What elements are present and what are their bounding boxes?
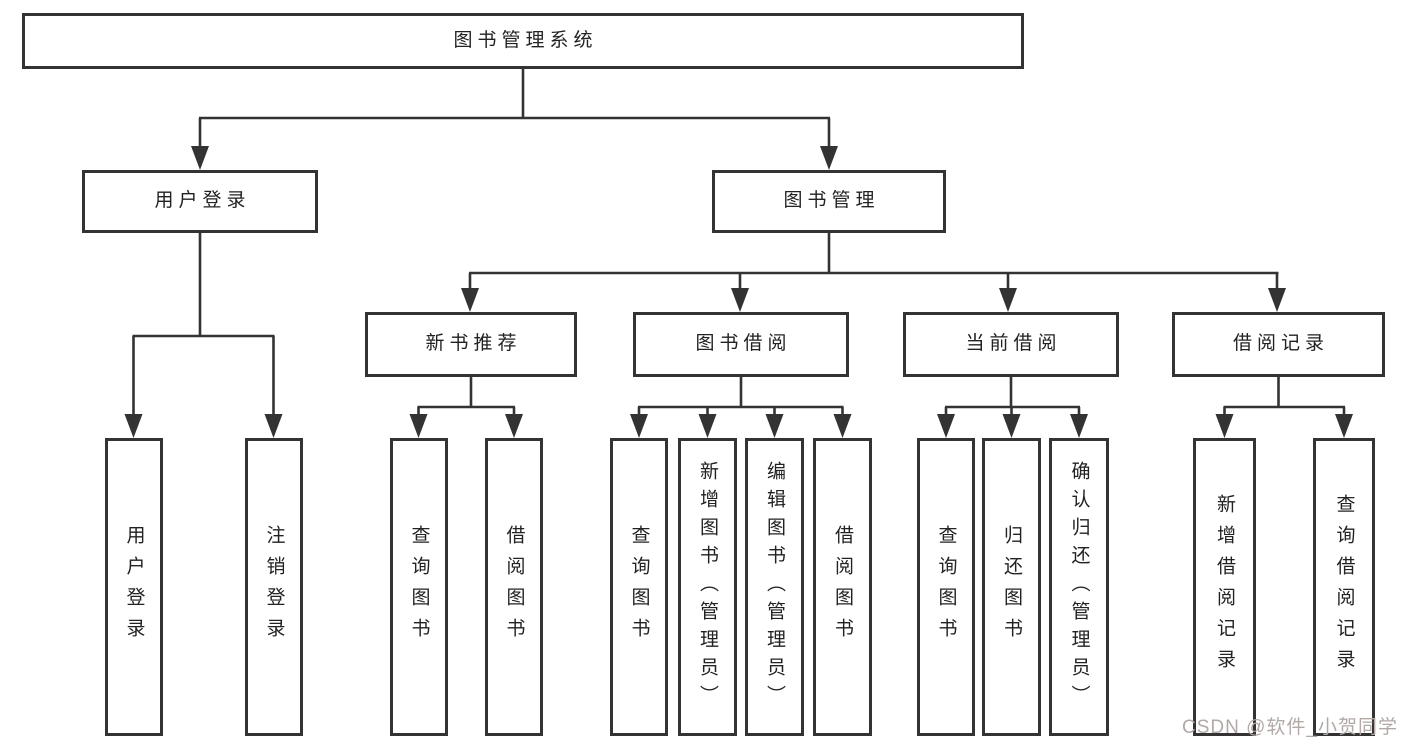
- leaf-edit-books-admin: 编辑图书（管理员）: [745, 438, 804, 736]
- leaf-query-books-recommend: 查询图书: [390, 438, 448, 736]
- node-current-borrowing: 当前借阅: [903, 312, 1119, 377]
- node-label: 归还图书: [1001, 525, 1022, 649]
- leaf-logout: 注销登录: [245, 438, 303, 736]
- node-new-book-recommendation: 新书推荐: [365, 312, 577, 377]
- node-user-login: 用户登录: [82, 170, 318, 233]
- leaf-user-login: 用户登录: [105, 438, 163, 736]
- node-label: 查询图书: [628, 525, 650, 649]
- node-label: 用户登录: [154, 190, 251, 212]
- node-book-management: 图书管理: [712, 170, 946, 233]
- node-label: 图书管理: [783, 190, 880, 212]
- node-label: 借阅图书: [832, 525, 853, 649]
- node-label: 图书借阅: [695, 333, 792, 355]
- node-label: 当前借阅: [965, 333, 1062, 355]
- leaf-query-borrow-record: 查询借阅记录: [1313, 438, 1375, 736]
- leaf-confirm-return-admin: 确认归还（管理员）: [1049, 438, 1109, 736]
- node-root-system: 图书管理系统: [22, 13, 1024, 69]
- leaf-borrow-books-recommend: 借阅图书: [485, 438, 543, 736]
- leaf-add-borrow-record: 新增借阅记录: [1193, 438, 1256, 736]
- node-label: 新增借阅记录: [1214, 494, 1235, 680]
- node-label: 图书管理系统: [453, 29, 598, 51]
- csdn-watermark: CSDN @软件_小贺同学: [1182, 717, 1398, 738]
- arrowheads: [124, 146, 1353, 438]
- node-book-borrowing: 图书借阅: [633, 312, 849, 377]
- leaf-borrow-books: 借阅图书: [813, 438, 872, 736]
- leaf-query-books-borrow: 查询图书: [610, 438, 668, 736]
- node-label: 查询图书: [408, 525, 430, 649]
- leaf-add-books-admin: 新增图书（管理员）: [678, 438, 737, 736]
- node-label: 确认归还（管理员）: [1068, 461, 1090, 713]
- node-label: 新书推荐: [425, 333, 522, 355]
- leaf-return-books: 归还图书: [982, 438, 1041, 736]
- node-label: 用户登录: [123, 525, 145, 649]
- leaf-query-books-current: 查询图书: [917, 438, 975, 736]
- node-label: 编辑图书（管理员）: [764, 461, 785, 713]
- node-label: 注销登录: [263, 525, 285, 649]
- node-borrowing-records: 借阅记录: [1172, 312, 1385, 377]
- tree-edges: [132, 69, 1346, 416]
- node-label: 查询图书: [935, 525, 957, 649]
- node-label: 借阅记录: [1232, 333, 1329, 355]
- node-label: 借阅图书: [503, 525, 525, 649]
- node-label: 查询借阅记录: [1333, 494, 1355, 680]
- node-label: 新增图书（管理员）: [697, 461, 718, 713]
